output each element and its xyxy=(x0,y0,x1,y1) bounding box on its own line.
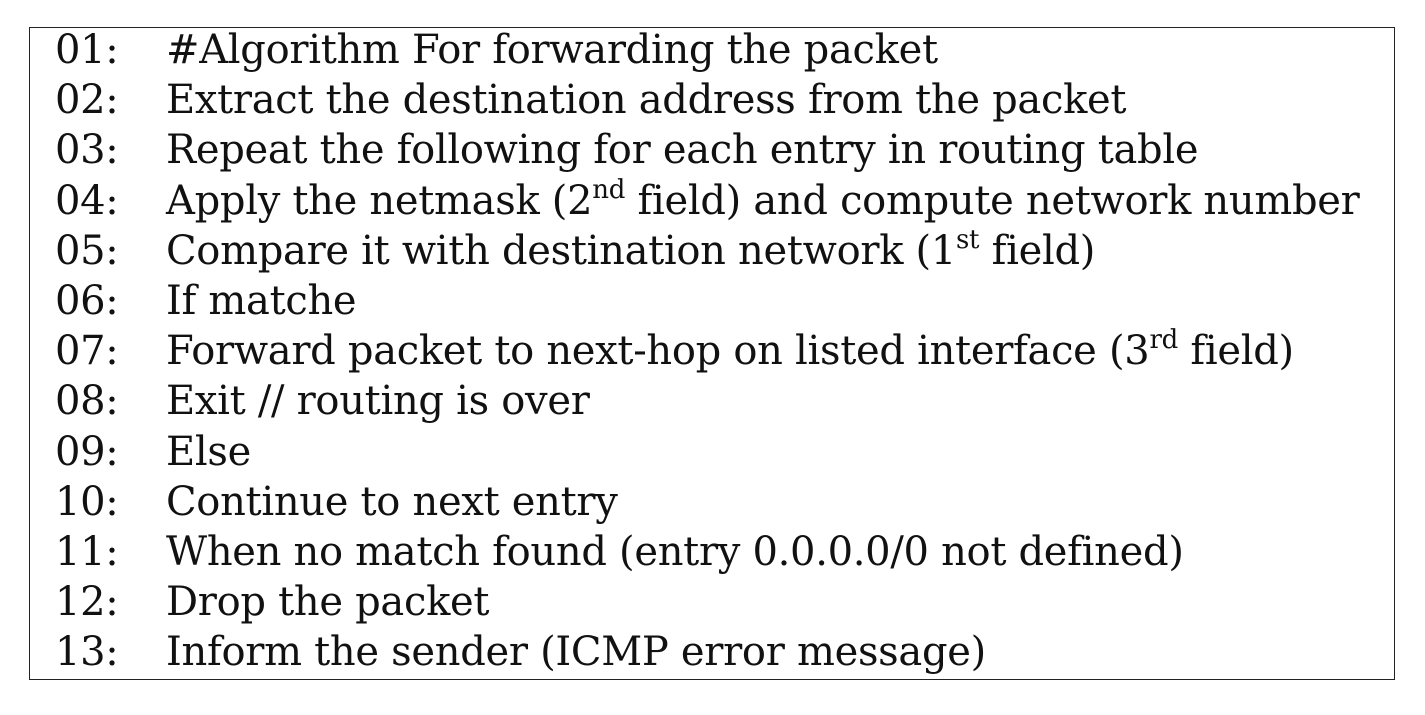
line-number: 03: xyxy=(55,127,119,174)
line-text: Exit // routing is over xyxy=(166,376,590,426)
line-text: Repeat the following for each entry in r… xyxy=(166,125,1199,175)
line-number: 08: xyxy=(55,378,119,425)
line-text-segment: Forward packet to next-hop on listed int… xyxy=(166,328,1150,375)
line-number: 13: xyxy=(55,629,119,676)
ordinal-superscript: st xyxy=(956,224,980,255)
ordinal-superscript: rd xyxy=(1149,325,1178,356)
line-text: Inform the sender (ICMP error message) xyxy=(166,627,986,677)
line-text-segment: When no match found (entry 0.0.0.0/0 not… xyxy=(166,529,1184,575)
line-text: If matche xyxy=(166,276,357,326)
line-text: Continue to next entry xyxy=(166,477,618,527)
line-text-segment: Repeat the following for each entry in r… xyxy=(166,127,1199,174)
line-text-segment: field) and compute network number xyxy=(625,177,1360,224)
line-number: 10: xyxy=(55,478,119,525)
line-number: 06: xyxy=(55,278,119,324)
line-number: 04: xyxy=(55,177,119,224)
line-text-segment: Exit // routing is over xyxy=(166,378,590,425)
line-number: 09: xyxy=(55,428,119,475)
line-text-segment: field) xyxy=(1177,328,1294,375)
line-text: Forward packet to next-hop on listed int… xyxy=(166,326,1294,376)
line-text: Compare it with destination network (1st… xyxy=(166,226,1095,276)
line-number: 01: xyxy=(55,27,119,73)
line-text-segment: Apply the netmask (2 xyxy=(166,177,593,224)
line-text: Apply the netmask (2nd field) and comput… xyxy=(166,174,1360,226)
line-text-segment: Compare it with destination network (1 xyxy=(166,227,957,274)
line-text: When no match found (entry 0.0.0.0/0 not… xyxy=(166,527,1184,577)
line-text-segment: Extract the destination address from the… xyxy=(166,77,1127,124)
line-text: Extract the destination address from the… xyxy=(166,75,1126,125)
line-number: 11: xyxy=(55,529,119,575)
line-number: 12: xyxy=(55,579,119,626)
line-text: Else xyxy=(166,427,251,477)
line-text-segment: If matche xyxy=(166,278,357,324)
line-text-segment: #Algorithm For forwarding the packet xyxy=(166,27,938,73)
ordinal-superscript: nd xyxy=(592,174,626,205)
line-text-segment: Drop the packet xyxy=(166,579,490,626)
line-number: 05: xyxy=(55,227,119,274)
line-number: 07: xyxy=(55,328,119,375)
line-text-segment: Inform the sender (ICMP error message) xyxy=(166,629,986,676)
line-text-segment: Continue to next entry xyxy=(166,478,618,525)
line-text: Drop the packet xyxy=(166,577,489,627)
line-text-segment: field) xyxy=(979,227,1096,274)
line-text-segment: Else xyxy=(166,428,251,475)
line-text: #Algorithm For forwarding the packet xyxy=(166,25,938,75)
algorithm-box: 01: #Algorithm For forwarding the packet 0… xyxy=(29,27,1395,680)
line-number: 02: xyxy=(55,77,119,124)
